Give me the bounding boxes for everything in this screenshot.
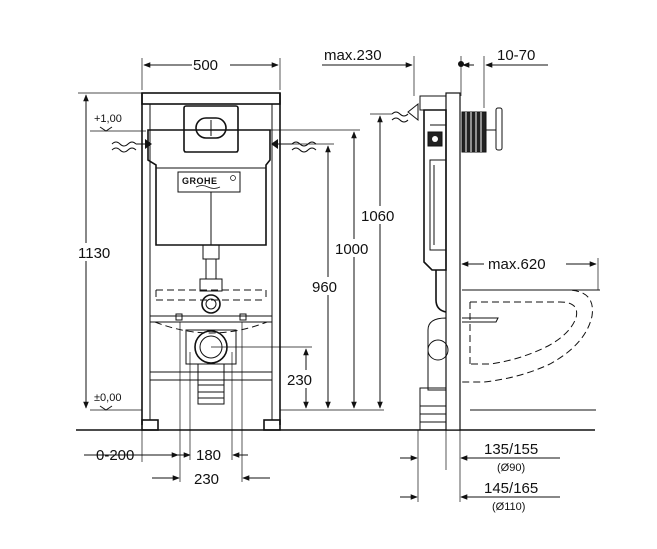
dim-height-1130: 1130 — [78, 245, 110, 262]
dim-height-1000: 1000 — [335, 241, 368, 258]
flush-plate-side — [461, 107, 503, 153]
dim-width-180: 180 — [196, 447, 221, 464]
dim-height-1060: 1060 — [361, 208, 394, 225]
dim-pipe-d90: (Ø90) — [497, 462, 525, 474]
water-inlet-left — [111, 139, 152, 153]
front-view: GROHE — [70, 56, 595, 488]
toilet-bowl-outline — [462, 289, 600, 383]
level-plus-100: +1,00 — [94, 113, 122, 125]
brand-logo: GROHE — [182, 176, 218, 186]
dim-width-500: 500 — [193, 57, 218, 74]
dim-range-10-70: 10-70 — [497, 47, 535, 64]
dim-range-0-200: 0-200 — [96, 447, 134, 464]
dim-pipe-d110: (Ø110) — [492, 501, 525, 513]
drain-connection — [175, 313, 247, 405]
side-view: max.230 10-70 max.620 135/155 (Ø90) — [322, 47, 600, 513]
water-inlet-right — [271, 139, 317, 153]
dim-depth-135-155: 135/155 — [484, 441, 538, 458]
dim-height-960: 960 — [312, 279, 337, 296]
cistern: GROHE — [147, 105, 271, 292]
dim-height-230: 230 — [287, 372, 312, 389]
dim-width-230: 230 — [194, 471, 219, 488]
flush-outlet — [201, 294, 221, 314]
level-pm-000: ±0,00 — [94, 392, 121, 404]
mounting-frame — [141, 92, 281, 431]
wall-section — [445, 92, 461, 431]
dim-depth-145-165: 145/165 — [484, 480, 538, 497]
dim-max-620: max.620 — [488, 256, 546, 273]
dim-max-230: max.230 — [324, 47, 382, 64]
